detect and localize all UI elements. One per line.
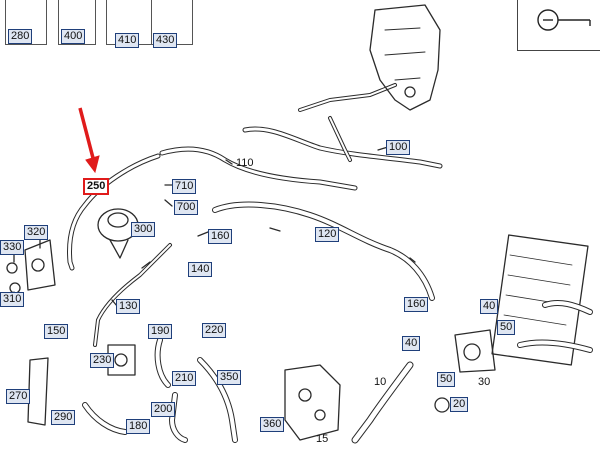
label-270[interactable]: 270 (6, 389, 31, 404)
label-20[interactable]: 20 (450, 397, 469, 412)
label-10[interactable]: 10 (374, 376, 387, 388)
label-330[interactable]: 330 (0, 240, 25, 255)
label-310[interactable]: 310 (0, 292, 25, 307)
label-110[interactable]: 110 (236, 157, 254, 169)
label-300[interactable]: 300 (131, 222, 156, 237)
highlight-arrow (78, 107, 100, 174)
label-320[interactable]: 320 (24, 225, 49, 240)
bracket-320 (24, 239, 56, 291)
label-30[interactable]: 30 (478, 376, 491, 388)
label-160-top[interactable]: 160 (208, 229, 233, 244)
key-icon-panel (517, 0, 600, 51)
hose-180 (82, 402, 128, 435)
label-150[interactable]: 150 (44, 324, 69, 339)
label-50-top[interactable]: 50 (497, 320, 516, 335)
reservoir-tank (369, 4, 441, 111)
hose-250 (67, 153, 161, 271)
label-400[interactable]: 400 (61, 29, 86, 44)
label-430[interactable]: 430 (153, 33, 178, 48)
pump-30 (454, 329, 496, 373)
label-160-right[interactable]: 160 (404, 297, 429, 312)
label-250-highlighted[interactable]: 250 (83, 178, 110, 195)
key-icon (537, 9, 591, 31)
label-290[interactable]: 290 (51, 410, 76, 425)
label-15[interactable]: 15 (316, 433, 329, 445)
label-190[interactable]: 190 (148, 324, 173, 339)
label-140[interactable]: 140 (188, 262, 213, 277)
label-230[interactable]: 230 (90, 353, 115, 368)
label-100[interactable]: 100 (386, 140, 411, 155)
label-130[interactable]: 130 (116, 299, 141, 314)
housing (284, 364, 341, 441)
label-210[interactable]: 210 (172, 371, 197, 386)
label-200[interactable]: 200 (151, 402, 176, 417)
bracket-270 (27, 357, 49, 426)
label-700[interactable]: 700 (174, 200, 199, 215)
label-360[interactable]: 360 (260, 417, 285, 432)
label-50-bottom[interactable]: 50 (437, 372, 456, 387)
label-40-top[interactable]: 40 (480, 299, 499, 314)
label-410[interactable]: 410 (115, 33, 140, 48)
label-280[interactable]: 280 (8, 29, 33, 44)
label-120[interactable]: 120 (315, 227, 340, 242)
label-40-mid[interactable]: 40 (402, 336, 421, 351)
label-350[interactable]: 350 (217, 370, 242, 385)
label-180[interactable]: 180 (126, 419, 151, 434)
label-710[interactable]: 710 (172, 179, 197, 194)
label-220[interactable]: 220 (202, 323, 227, 338)
